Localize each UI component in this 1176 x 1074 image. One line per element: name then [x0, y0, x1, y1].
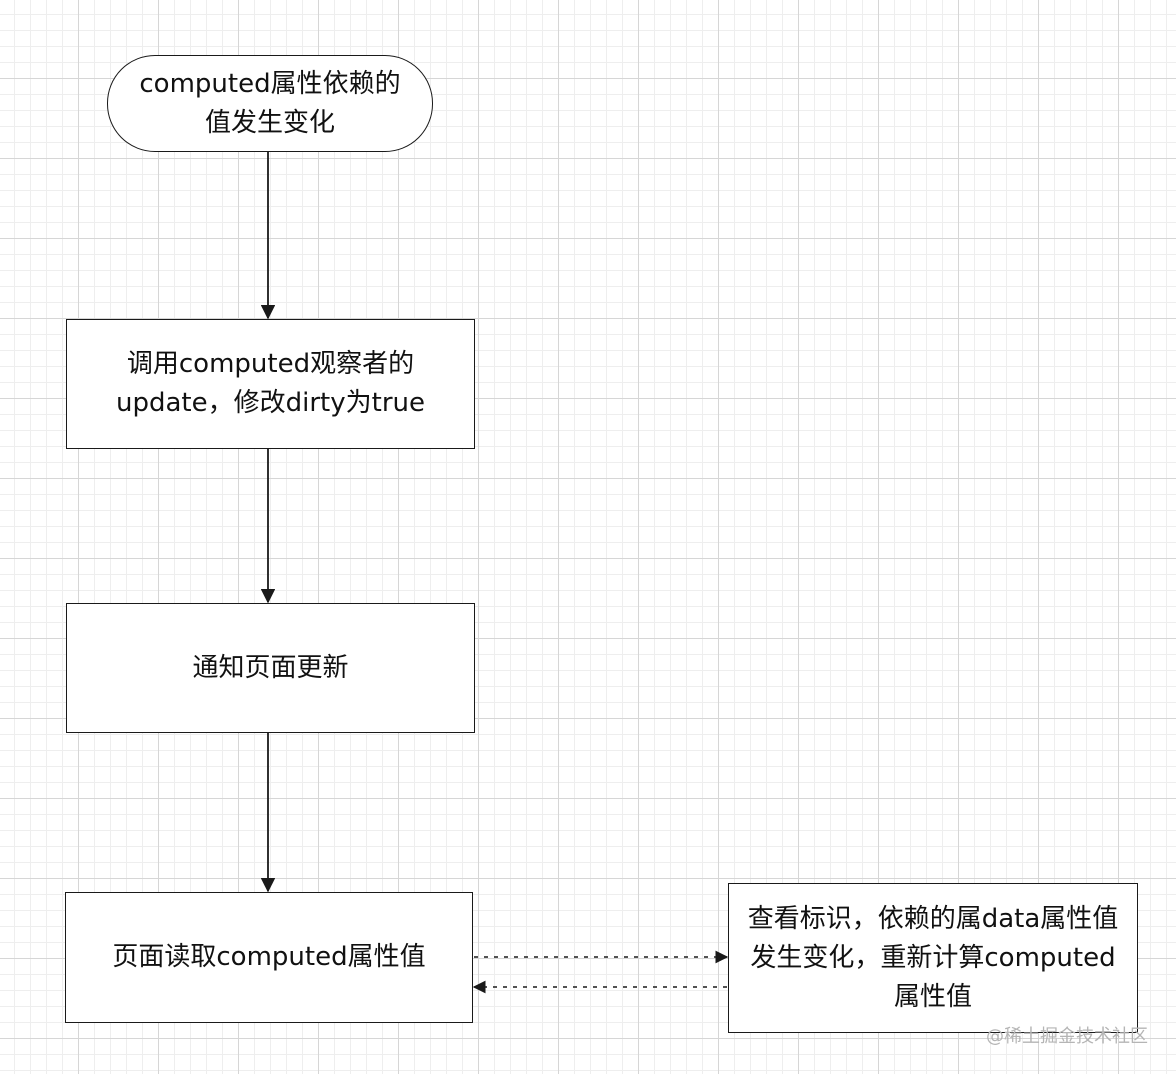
update-process-node: 调用computed观察者的update，修改dirty为true: [66, 319, 475, 449]
recalc-process-node: 查看标识，依赖的属data属性值发生变化，重新计算computed属性值: [728, 883, 1138, 1033]
read-node-label: 页面读取computed属性值: [112, 942, 426, 972]
recalc-node-label: 查看标识，依赖的属data属性值发生变化，重新计算computed属性值: [747, 903, 1119, 1012]
watermark: @稀土掘金技术社区: [986, 1026, 1148, 1047]
start-terminator-node: computed属性依赖的值发生变化: [107, 55, 433, 152]
read-process-node: 页面读取computed属性值: [65, 892, 473, 1023]
start-node-label: computed属性依赖的值发生变化: [139, 68, 401, 138]
notify-node-label: 通知页面更新: [192, 652, 349, 683]
notify-process-node: 通知页面更新: [66, 603, 475, 733]
update-node-label: 调用computed观察者的update，修改dirty为true: [116, 349, 425, 418]
